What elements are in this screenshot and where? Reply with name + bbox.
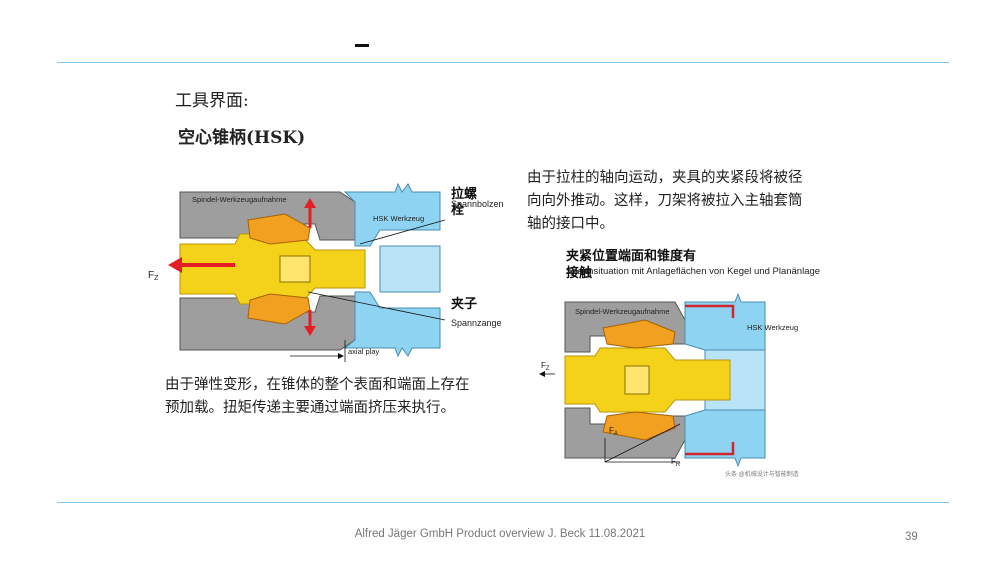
bottom-rule bbox=[57, 502, 949, 503]
contact-face-bottom bbox=[685, 442, 735, 456]
force-fz-arrowhead bbox=[539, 371, 545, 377]
collet-cn-label: 夹子 bbox=[451, 296, 477, 311]
tool-body-top bbox=[343, 182, 441, 247]
axial-play-label: axial play bbox=[348, 347, 380, 356]
top-rule bbox=[57, 62, 949, 63]
right-figure-caption-de: Spannsituation mit Anlageflächen von Keg… bbox=[566, 266, 821, 277]
pull-stud-cn-label-2: 栓 bbox=[451, 202, 464, 217]
spindle-label: Spindel-Werkzeugaufnahme bbox=[575, 307, 670, 316]
contact-face-top bbox=[685, 304, 735, 318]
paragraph-line: 轴的接口中。 bbox=[527, 216, 614, 232]
fa-label: FA bbox=[609, 426, 618, 437]
tool-body-top bbox=[684, 292, 766, 351]
page-number: 39 bbox=[905, 531, 918, 543]
force-fr-line bbox=[604, 423, 681, 463]
paragraph-line: 向向外推动。这样，刀架将被拉入主轴套筒 bbox=[527, 193, 803, 209]
title-placeholder-dash bbox=[355, 44, 369, 47]
pull-stud-leader bbox=[359, 219, 446, 245]
paragraph-bottom-left: 由于弹性变形，在锥体的整个表面和端面上存在 预加载。扭矩传递主要通过端面挤压来执… bbox=[165, 374, 525, 420]
collet-bottom bbox=[247, 293, 311, 325]
collet-top bbox=[602, 319, 676, 349]
collet-arrowhead-down bbox=[304, 326, 316, 336]
hsk-diagram-right: Spindel-Werkzeugaufnahme HSK Werkzeug FZ… bbox=[539, 292, 799, 478]
spindle-label: Spindel-Werkzeugaufnahme bbox=[192, 195, 287, 204]
tool-bore bbox=[379, 245, 441, 293]
fz-label: FZ bbox=[541, 361, 550, 372]
subtitle: 空心锥柄(HSK) bbox=[178, 128, 306, 148]
fr-label: FR bbox=[671, 457, 681, 468]
force-arrowhead bbox=[168, 257, 182, 273]
collet-arrowhead-up bbox=[304, 198, 316, 208]
axial-play-arrowhead bbox=[338, 353, 344, 359]
collet-de-label: Spannzange bbox=[451, 318, 502, 328]
watermark: 头条 @机械设计与智能制造 bbox=[725, 470, 799, 478]
tool-body-bottom bbox=[684, 409, 766, 468]
paragraph-top-right: 由于拉柱的轴向运动，夹具的夹紧段将被径 向向外推动。这样，刀架将被拉入主轴套筒 … bbox=[527, 167, 857, 236]
pull-stud-threads bbox=[279, 255, 311, 283]
hsk-diagram-left: Spindel-Werkzeugaufnahme HSK Werkzeug 拉螺… bbox=[148, 182, 504, 362]
paragraph-line: 预加载。扭矩传递主要通过端面挤压来执行。 bbox=[165, 400, 455, 416]
right-figure-caption-cn-2: 接触 bbox=[566, 266, 593, 281]
collet-top bbox=[247, 213, 311, 245]
footer-text: Alfred Jäger GmbH Product overview J. Be… bbox=[354, 528, 646, 540]
right-figure-caption-cn: 夹紧位置端面和锥度有 bbox=[566, 249, 697, 264]
paragraph-line: 由于拉柱的轴向运动，夹具的夹紧段将被径 bbox=[527, 170, 803, 186]
tool-label: HSK Werkzeug bbox=[747, 323, 798, 332]
pull-stud-threads bbox=[624, 365, 650, 395]
pull-stud-cn-label: 拉螺 bbox=[451, 186, 477, 201]
tool-label: HSK Werkzeug bbox=[373, 214, 424, 223]
collet-leader bbox=[307, 291, 446, 321]
pull-stud-de-label: Spannbolzen bbox=[451, 199, 504, 209]
paragraph-line: 由于弹性变形，在锥体的整个表面和端面上存在 bbox=[165, 377, 470, 393]
force-label: FZ bbox=[148, 270, 159, 282]
collet-bottom bbox=[602, 411, 676, 441]
section-title: 工具界面: bbox=[175, 91, 249, 111]
pull-stud bbox=[179, 233, 366, 305]
